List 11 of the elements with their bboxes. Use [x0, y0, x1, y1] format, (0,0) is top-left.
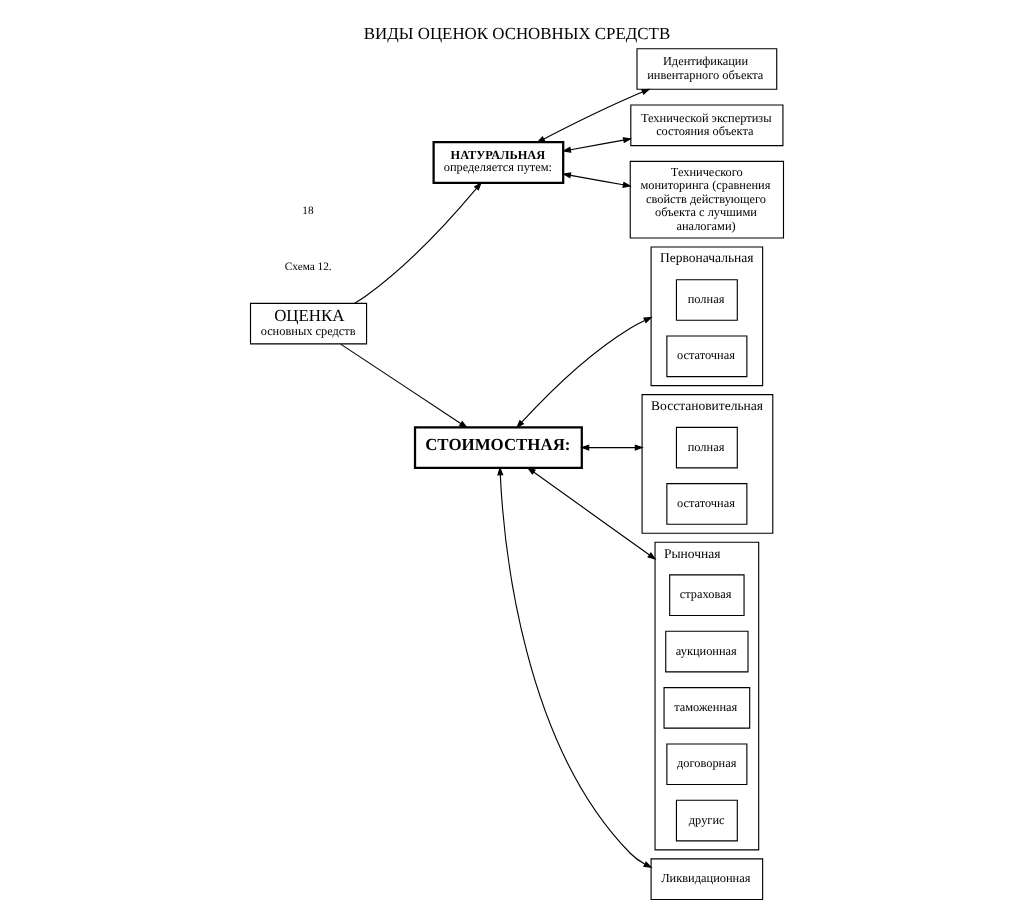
arrow [561, 137, 633, 153]
arrow [526, 467, 657, 560]
arrow [515, 316, 653, 429]
arrow [354, 181, 482, 304]
node-box: СТОИМОСТНАЯ: [413, 426, 583, 469]
arrow [340, 343, 468, 429]
arrow [497, 466, 653, 869]
arrow [536, 88, 651, 143]
arrow [580, 444, 644, 451]
diagram-title: ВИДЫ ОЦЕНОК ОСНОВНЫХ СРЕДСТВ [363, 22, 671, 43]
arrow [561, 172, 632, 188]
